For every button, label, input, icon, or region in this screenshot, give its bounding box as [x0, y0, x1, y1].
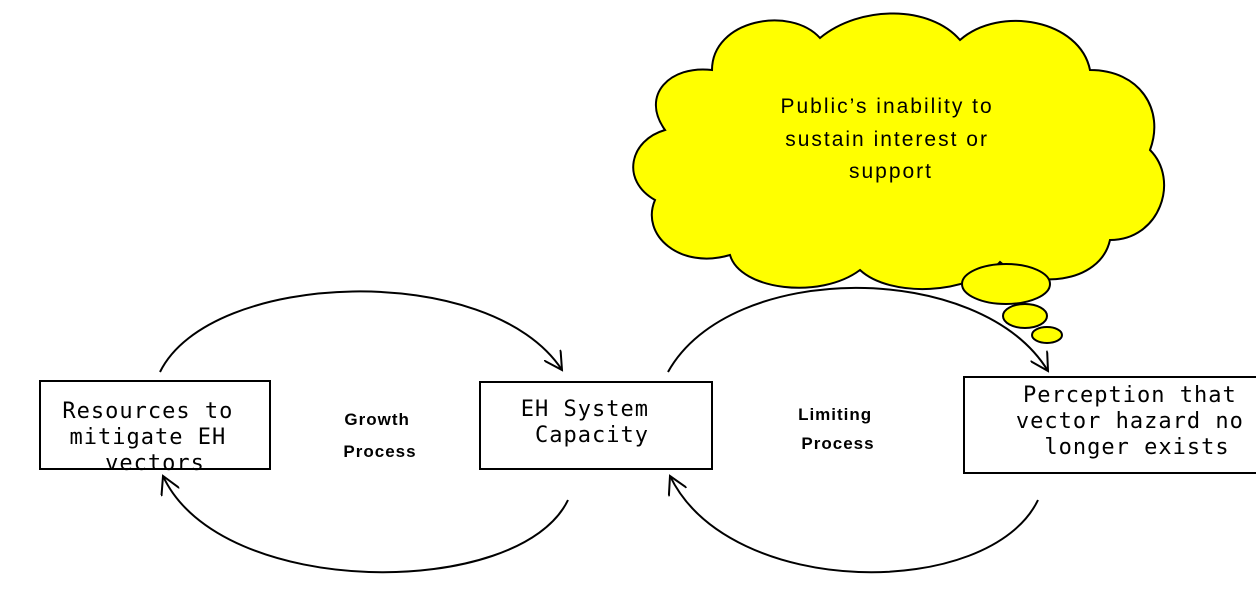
- node-resources-text: Resources to mitigate EH vectors: [62, 399, 247, 476]
- growth-loop-bottom-arrow: [163, 476, 569, 574]
- thought-bubble-medium: [1002, 303, 1048, 329]
- thought-cloud-shape: [632, 12, 1166, 291]
- node-capacity-text: EH System Capacity: [521, 397, 663, 448]
- node-resources: Resources to mitigate EH vectors: [39, 380, 271, 476]
- thought-cloud: Public’s inability to sustain interest o…: [632, 12, 1166, 344]
- thought-bubble-small: [1031, 326, 1063, 344]
- node-capacity: EH System Capacity: [479, 381, 713, 470]
- thought-line-3: support: [849, 160, 933, 183]
- node-perception-text: Perception that vector hazard no longer …: [1016, 383, 1256, 460]
- limiting-process-label: Limiting Process: [798, 405, 878, 453]
- node-perception-box: [963, 376, 1256, 474]
- limiting-loop-top-arrow: [667, 287, 1048, 372]
- thought-line-1: Public’s inability to: [780, 95, 993, 118]
- limiting-loop-bottom-arrow: [670, 476, 1039, 574]
- thought-bubble-large: [961, 263, 1051, 305]
- node-perception: Perception that vector hazard no longer …: [963, 376, 1256, 474]
- thought-line-2: sustain interest or: [785, 128, 989, 151]
- growth-process-label: Growth Process: [343, 410, 416, 461]
- node-capacity-box: [479, 381, 713, 470]
- growth-loop-top-arrow: [159, 290, 562, 373]
- thought-text: Public’s inability to sustain interest o…: [780, 95, 1001, 183]
- node-resources-box: [39, 380, 271, 470]
